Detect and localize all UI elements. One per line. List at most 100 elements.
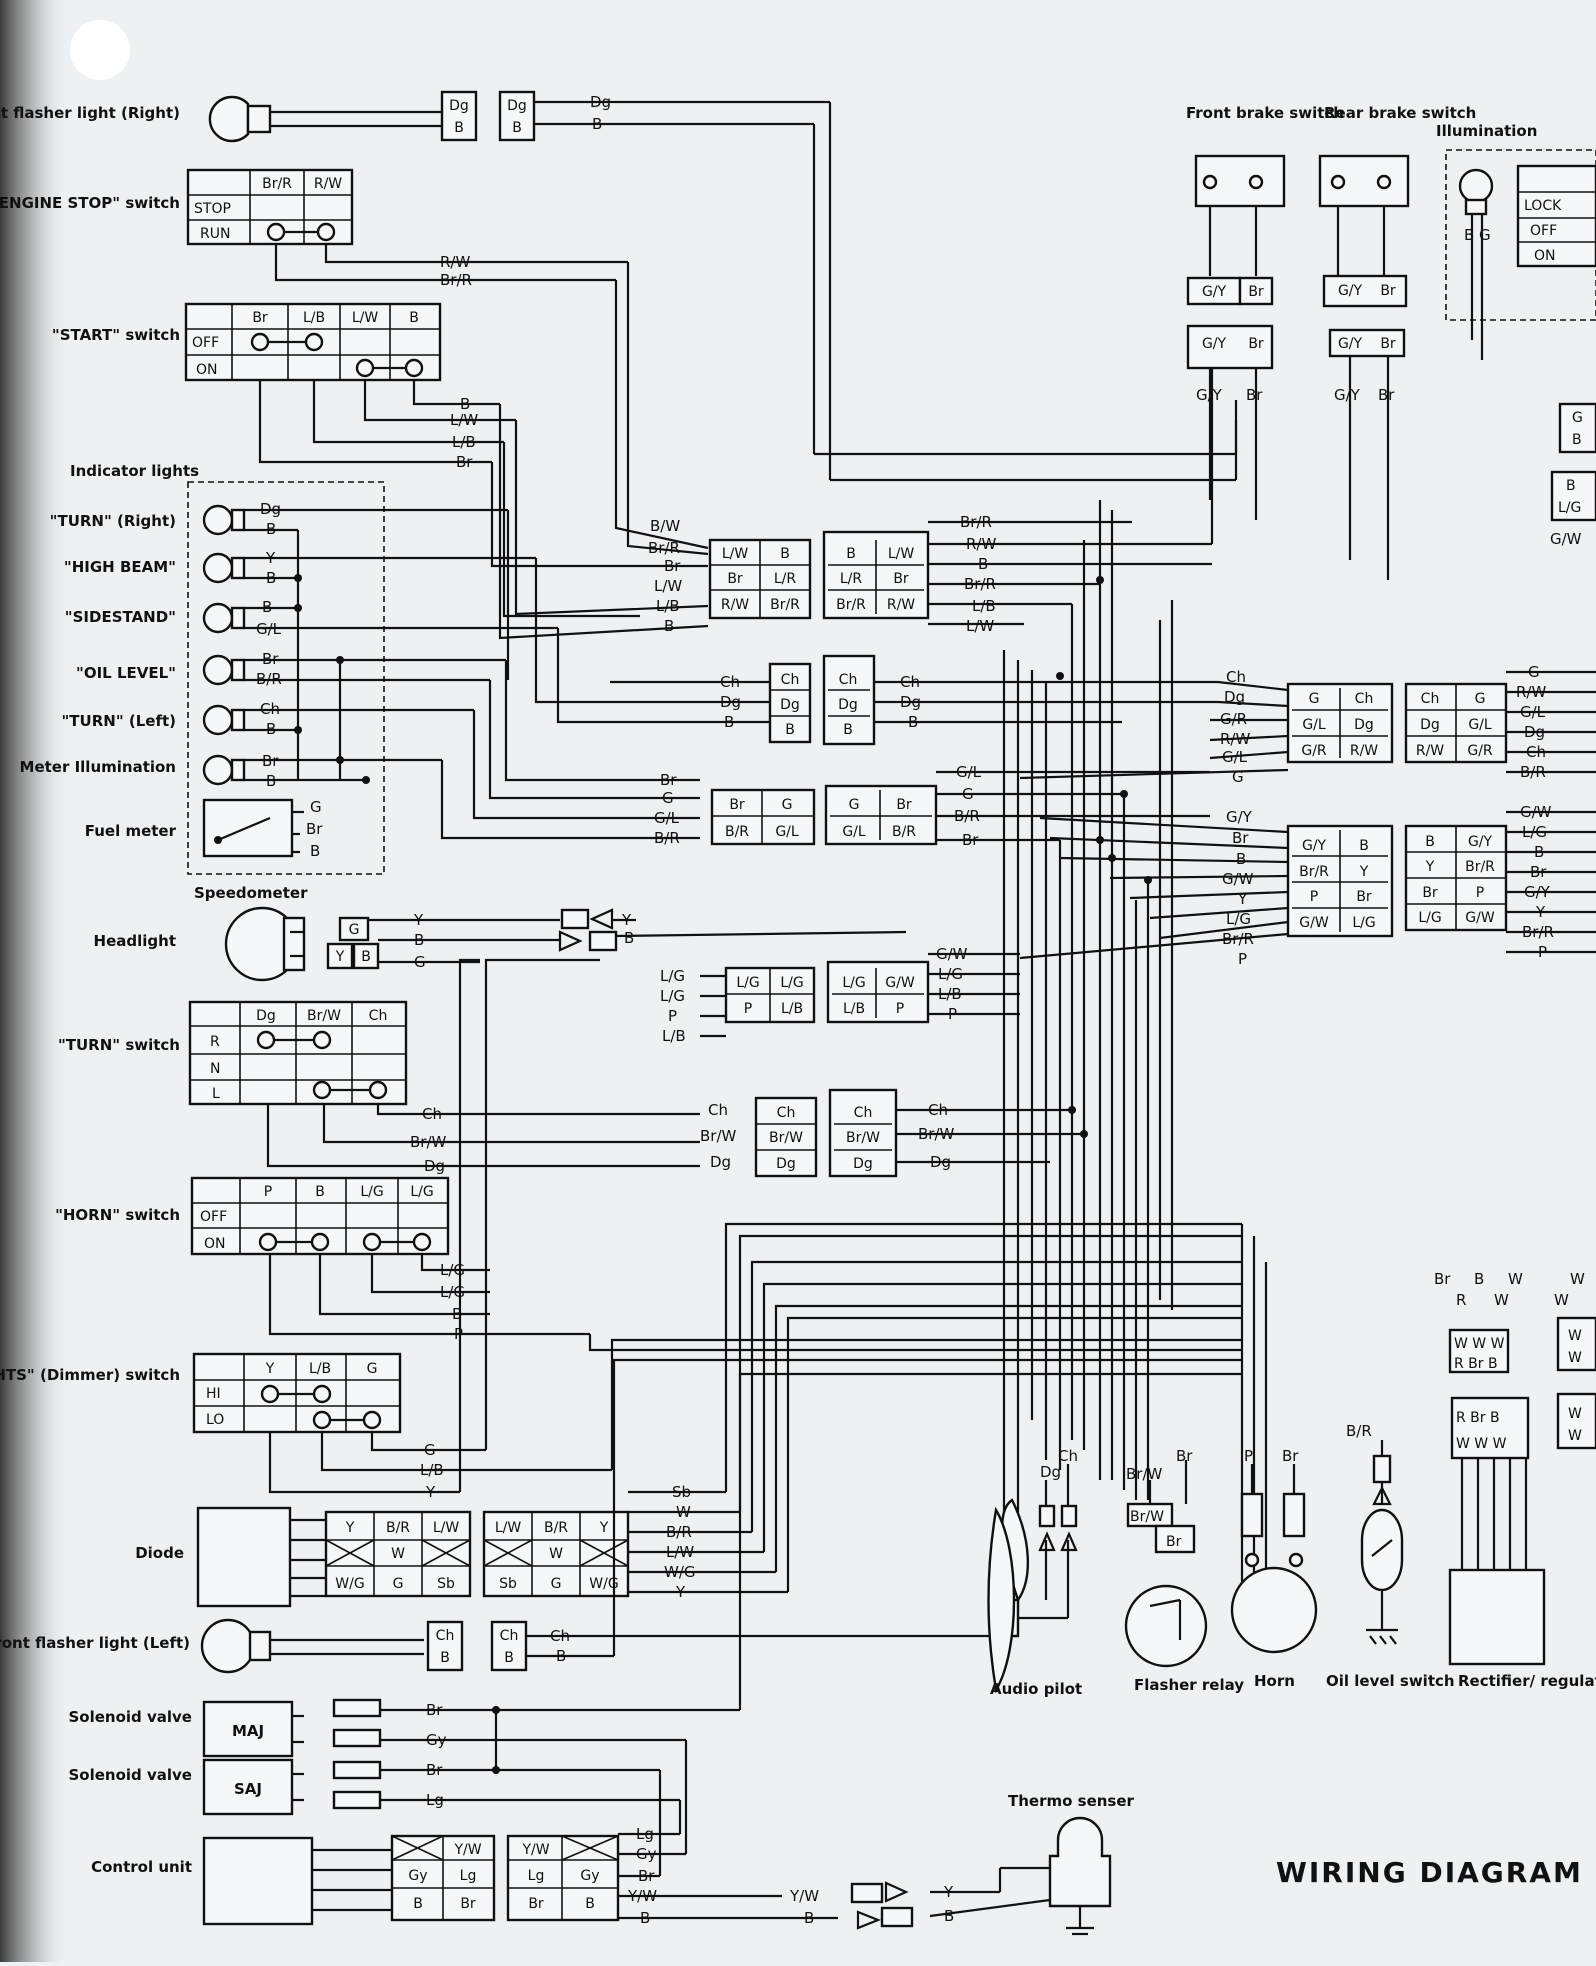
svg-text:Ch: Ch bbox=[708, 1101, 728, 1119]
svg-text:Dg: Dg bbox=[256, 1008, 276, 1024]
svg-text:Ch: Ch bbox=[1421, 691, 1440, 707]
svg-text:P: P bbox=[1476, 885, 1484, 901]
svg-text:Y: Y bbox=[335, 949, 345, 965]
svg-text:Dg: Dg bbox=[710, 1153, 731, 1171]
svg-text:Y/W: Y/W bbox=[521, 1842, 549, 1858]
lights-switch-label: "LIGHTS" (Dimmer) switch bbox=[0, 1366, 180, 1384]
svg-text:B: B bbox=[310, 842, 320, 860]
turn-switch[interactable]: Dg Br/W Ch R N L Ch Br/W Dg bbox=[188, 1000, 700, 1175]
svg-text:B: B bbox=[1425, 834, 1435, 850]
page-edge-shadow bbox=[0, 0, 70, 1962]
rectifier-label: Rectifier/ regulator assembly bbox=[1458, 1672, 1596, 1690]
svg-text:Br: Br bbox=[1246, 386, 1263, 404]
engine-stop-switch[interactable]: Br/R R/W STOP RUN R/W Br/R bbox=[186, 168, 628, 289]
svg-text:G: G bbox=[414, 953, 426, 971]
svg-text:B/R: B/R bbox=[386, 1520, 410, 1536]
audio-pilot: Dg Ch Audio pilot bbox=[987, 1447, 1082, 1698]
svg-text:W: W bbox=[1568, 1350, 1582, 1366]
svg-text:G/Y: G/Y bbox=[1338, 336, 1363, 352]
svg-text:G: G bbox=[782, 797, 793, 813]
lights-state-hi: HI bbox=[206, 1386, 221, 1402]
svg-text:B: B bbox=[512, 120, 522, 136]
main-switch-state-lock: LOCK bbox=[1524, 198, 1562, 214]
oil-level-switch: B/R Oil level switch bbox=[1326, 1422, 1455, 1690]
svg-text:G: G bbox=[1528, 663, 1540, 681]
svg-text:G/R: G/R bbox=[1301, 743, 1327, 759]
svg-text:B: B bbox=[504, 1650, 514, 1666]
horn-switch-label: "HORN" switch bbox=[55, 1206, 180, 1224]
svg-text:G: G bbox=[962, 785, 974, 803]
svg-text:G/W: G/W bbox=[936, 945, 968, 963]
svg-text:G: G bbox=[367, 1361, 378, 1377]
svg-text:W W W: W W W bbox=[1456, 1436, 1507, 1452]
svg-text:L/W: L/W bbox=[888, 546, 915, 562]
svg-text:G/L: G/L bbox=[1520, 703, 1546, 721]
svg-text:Br/W: Br/W bbox=[918, 1125, 955, 1143]
svg-text:Br/W: Br/W bbox=[1126, 1465, 1163, 1483]
start-switch-label: "START" switch bbox=[52, 326, 180, 344]
svg-text:Y/W: Y/W bbox=[627, 1887, 657, 1905]
svg-text:B: B bbox=[414, 931, 424, 949]
svg-text:B: B bbox=[361, 949, 371, 965]
engine-stop-switch-label: "ENGINE STOP" switch bbox=[0, 194, 180, 212]
svg-text:Br: Br bbox=[727, 571, 743, 587]
svg-text:G/L: G/L bbox=[654, 809, 680, 827]
svg-text:L/B: L/B bbox=[656, 597, 680, 615]
svg-text:Br/R: Br/R bbox=[1465, 859, 1495, 875]
svg-text:L/B: L/B bbox=[938, 985, 962, 1003]
svg-text:G/Y: G/Y bbox=[1338, 283, 1363, 299]
solenoid-valve-maj: MAJ Br Gy bbox=[202, 1698, 740, 1758]
front-flasher-right-label: Front flasher light (Right) bbox=[0, 104, 180, 122]
svg-text:B/R: B/R bbox=[1520, 763, 1546, 781]
svg-text:B: B bbox=[664, 617, 674, 635]
svg-text:Y: Y bbox=[345, 1520, 355, 1536]
svg-text:L/W: L/W bbox=[966, 617, 994, 635]
svg-text:Ch: Ch bbox=[1355, 691, 1374, 707]
svg-text:Gy: Gy bbox=[426, 1731, 447, 1749]
wire-trunk bbox=[458, 102, 1268, 1710]
svg-text:G/W: G/W bbox=[1299, 915, 1329, 931]
svg-text:B: B bbox=[460, 395, 470, 413]
svg-text:G: G bbox=[849, 797, 860, 813]
svg-text:W: W bbox=[391, 1546, 405, 1562]
svg-text:Br: Br bbox=[638, 1867, 655, 1885]
rear-brake-switch: Rear brake switch G/Y Br G/Y Br G/Y Br bbox=[1318, 104, 1476, 580]
svg-text:Dg: Dg bbox=[590, 93, 611, 111]
svg-text:L/G: L/G bbox=[780, 975, 803, 991]
svg-text:B: B bbox=[440, 1650, 450, 1666]
svg-text:B: B bbox=[592, 115, 602, 133]
svg-text:G: G bbox=[349, 922, 360, 938]
svg-text:G/Y: G/Y bbox=[1226, 808, 1253, 826]
svg-text:P: P bbox=[896, 1001, 904, 1017]
headlight: G Y B Y B G Y B bbox=[224, 906, 907, 982]
svg-text:G/Y: G/Y bbox=[1302, 838, 1327, 854]
svg-text:Ch: Ch bbox=[369, 1008, 388, 1024]
svg-text:G: G bbox=[1475, 691, 1486, 707]
svg-text:G/W: G/W bbox=[1520, 803, 1552, 821]
control-unit-label: Control unit bbox=[91, 1858, 192, 1876]
svg-text:Br: Br bbox=[1166, 1534, 1182, 1550]
indicator-bulbs bbox=[202, 504, 246, 786]
svg-text:G: G bbox=[662, 789, 674, 807]
svg-text:B: B bbox=[452, 1305, 462, 1323]
horn-switch[interactable]: P B L/G L/G OFF ON L/G L/G B P bbox=[190, 1176, 590, 1343]
svg-text:L/W: L/W bbox=[433, 1520, 460, 1536]
svg-text:Dg: Dg bbox=[720, 693, 741, 711]
svg-text:W: W bbox=[549, 1546, 563, 1562]
start-switch[interactable]: Br L/B L/W B OFF ON B L/W L/B Br bbox=[184, 302, 516, 471]
svg-text:Br/R: Br/R bbox=[836, 597, 866, 613]
svg-text:L/G: L/G bbox=[660, 987, 685, 1005]
lights-switch[interactable]: Y L/B G HI LO G L/B Y bbox=[192, 1352, 612, 1501]
svg-text:R Br B: R Br B bbox=[1454, 1356, 1498, 1372]
svg-text:W/G: W/G bbox=[664, 1563, 696, 1581]
svg-text:Ch: Ch bbox=[854, 1105, 873, 1121]
svg-text:Br/R: Br/R bbox=[440, 271, 472, 289]
saj-label: SAJ bbox=[234, 1780, 262, 1798]
svg-text:Y: Y bbox=[1535, 903, 1546, 921]
svg-text:Y: Y bbox=[621, 911, 632, 929]
svg-text:Br: Br bbox=[896, 797, 912, 813]
svg-text:P: P bbox=[668, 1007, 677, 1025]
